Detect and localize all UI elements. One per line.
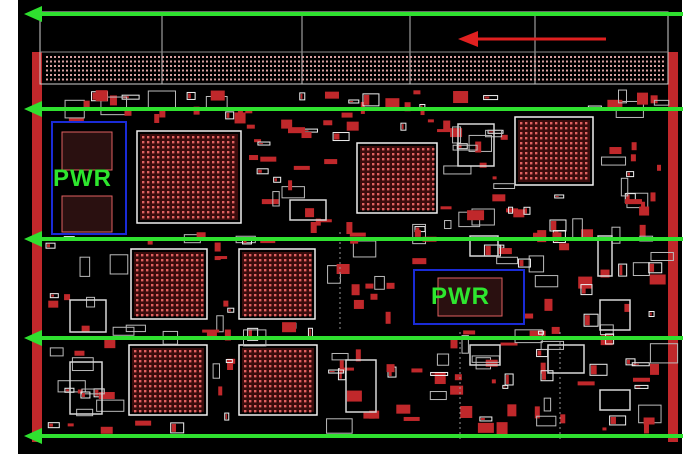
airflow-arrow-1 (24, 6, 683, 22)
airflow-arrow-5 (24, 428, 683, 444)
bga-chips (128, 116, 594, 416)
bga-chip-5 (128, 344, 208, 416)
bga-chip-2 (356, 142, 438, 214)
pwr-label-left: PWR (53, 165, 112, 192)
airflow-arrow-2 (24, 101, 683, 117)
pwr-label-right: PWR (431, 283, 490, 310)
passive-components (45, 89, 679, 440)
airflow-arrow-3 (24, 231, 683, 247)
pwr-box-right (413, 269, 525, 325)
airflow-arrows (24, 6, 683, 444)
bga-chip-4 (238, 248, 316, 320)
bga-chip-6 (238, 344, 318, 416)
bga-chip-1 (136, 130, 242, 224)
red-direction-arrow (458, 31, 606, 47)
pwr-box-left (51, 121, 127, 235)
top-connector-area (39, 11, 669, 85)
left-edge-connector (32, 52, 42, 442)
right-edge-connector (668, 52, 678, 442)
airflow-arrow-4 (24, 330, 683, 346)
connector-pin-rows (46, 56, 664, 81)
bga-chip-3 (130, 248, 208, 320)
pwr-region-right (413, 269, 525, 325)
bga-chip-7 (514, 116, 594, 186)
pwr-region-left (51, 121, 127, 235)
